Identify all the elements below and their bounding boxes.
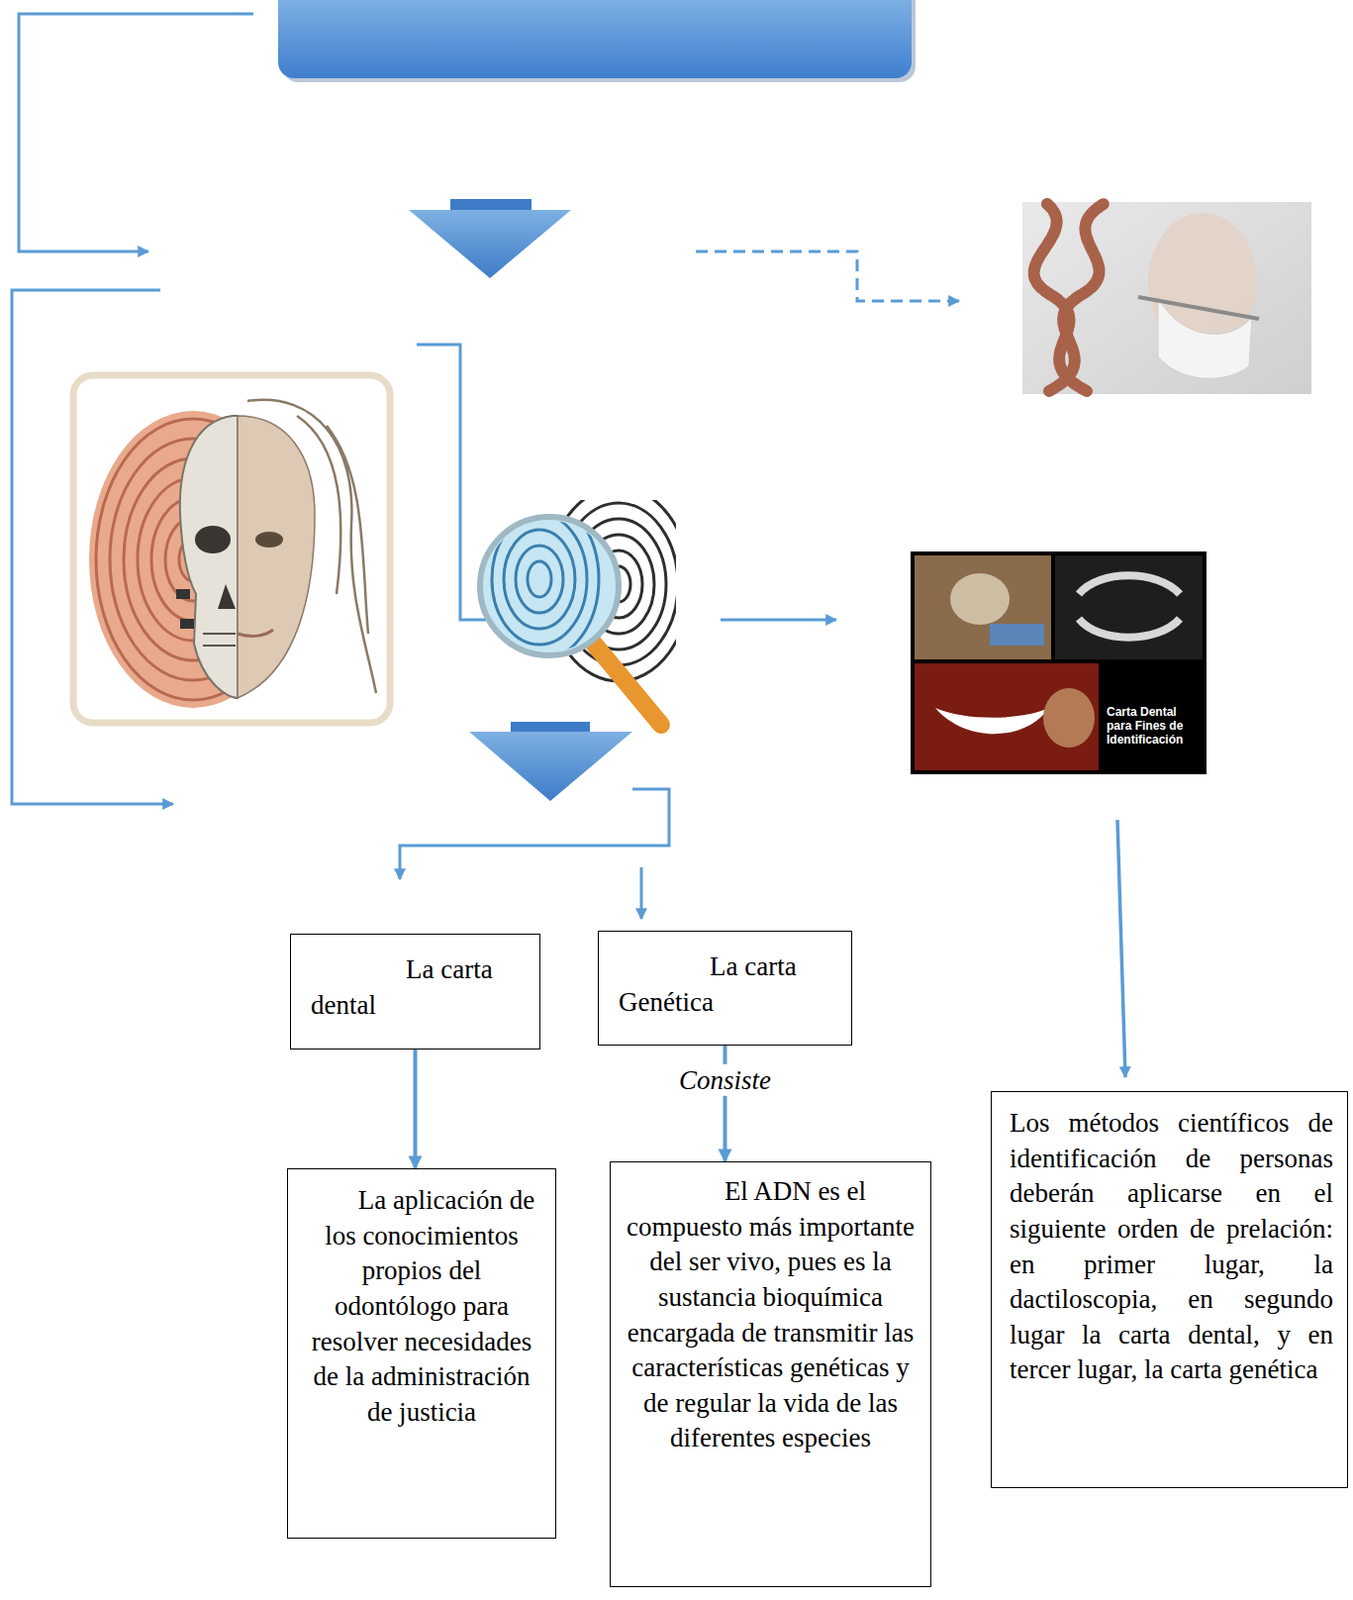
bracket-line bbox=[18, 13, 254, 252]
fork-line bbox=[399, 788, 670, 879]
ridge bbox=[515, 545, 564, 613]
smile-teeth bbox=[935, 707, 1050, 734]
magnifier-picture bbox=[480, 486, 690, 725]
dna-picture bbox=[1022, 201, 1312, 394]
arrow-band bbox=[450, 198, 532, 210]
skull-outline bbox=[180, 415, 238, 698]
arrow-head-shape bbox=[469, 731, 633, 801]
skull-pin bbox=[176, 588, 191, 599]
leader-line bbox=[720, 618, 837, 622]
photo-cloth bbox=[989, 623, 1045, 646]
banner-bar bbox=[278, 0, 912, 79]
definition-box: El ADN es el compuesto más importante de… bbox=[609, 1160, 932, 1587]
collage-ground bbox=[910, 551, 1207, 774]
concept-box: La carta dental bbox=[289, 933, 541, 1050]
bracket-lines bbox=[11, 13, 1126, 1077]
concept-box: La carta Genética bbox=[597, 930, 853, 1046]
magnifier-handle bbox=[593, 643, 662, 725]
block-arrow bbox=[408, 198, 572, 279]
dashed-leader bbox=[695, 251, 960, 301]
skull-nose bbox=[217, 583, 236, 609]
picture-frame bbox=[73, 375, 390, 723]
box-text: La carta Genética bbox=[618, 949, 838, 1020]
skull-teeth bbox=[202, 633, 236, 646]
block-arrow bbox=[469, 721, 633, 801]
smile-panel bbox=[914, 663, 1099, 771]
dental-picture bbox=[910, 551, 1207, 774]
lens-fingerprint bbox=[480, 497, 599, 661]
edge-label: Consiste bbox=[674, 1063, 776, 1096]
face-half bbox=[237, 399, 377, 698]
skull-half bbox=[176, 415, 238, 698]
second-face bbox=[1043, 687, 1095, 748]
box-text: La aplicación de los conocimientos propi… bbox=[303, 1182, 540, 1430]
leader-line bbox=[1117, 819, 1126, 1077]
picture-caption: Carta Dental para Fines de Identificació… bbox=[1106, 704, 1202, 747]
face-hair bbox=[247, 399, 377, 693]
box-text: Los métodos científicos de identificació… bbox=[1009, 1105, 1334, 1388]
arrow-head-shape bbox=[408, 209, 572, 279]
connector-arrow bbox=[723, 1045, 728, 1161]
fingerprint bbox=[89, 410, 232, 708]
skull-eye bbox=[194, 525, 231, 554]
face-skin bbox=[237, 415, 315, 698]
photo-panel bbox=[914, 555, 1052, 660]
ridge bbox=[503, 529, 576, 629]
arrow-band bbox=[510, 721, 590, 732]
fork-line bbox=[640, 867, 644, 919]
skull-pin bbox=[180, 618, 194, 629]
connector-arrow bbox=[413, 1049, 418, 1168]
ridge bbox=[527, 561, 552, 597]
ridge bbox=[480, 497, 599, 661]
xray-teeth bbox=[1078, 575, 1180, 638]
dna-helix bbox=[1034, 203, 1104, 391]
dna-ground bbox=[1022, 201, 1312, 394]
definition-box: La aplicación de los conocimientos propi… bbox=[287, 1167, 557, 1539]
note-box: Los métodos científicos de identificació… bbox=[990, 1090, 1349, 1488]
tweezers bbox=[1138, 296, 1259, 319]
ridge bbox=[491, 513, 587, 645]
face-mouth bbox=[237, 629, 274, 637]
xray-panel bbox=[1055, 555, 1203, 660]
title-banner bbox=[278, 0, 916, 83]
box-text: La carta dental bbox=[310, 952, 526, 1023]
skull-photo bbox=[950, 573, 1010, 625]
face-eye bbox=[255, 531, 284, 548]
dna-strand bbox=[1034, 203, 1087, 391]
box-text: El ADN es el compuesto más importante de… bbox=[626, 1173, 915, 1456]
identification-picture bbox=[73, 375, 390, 723]
fingerprint-ground bbox=[89, 410, 232, 708]
